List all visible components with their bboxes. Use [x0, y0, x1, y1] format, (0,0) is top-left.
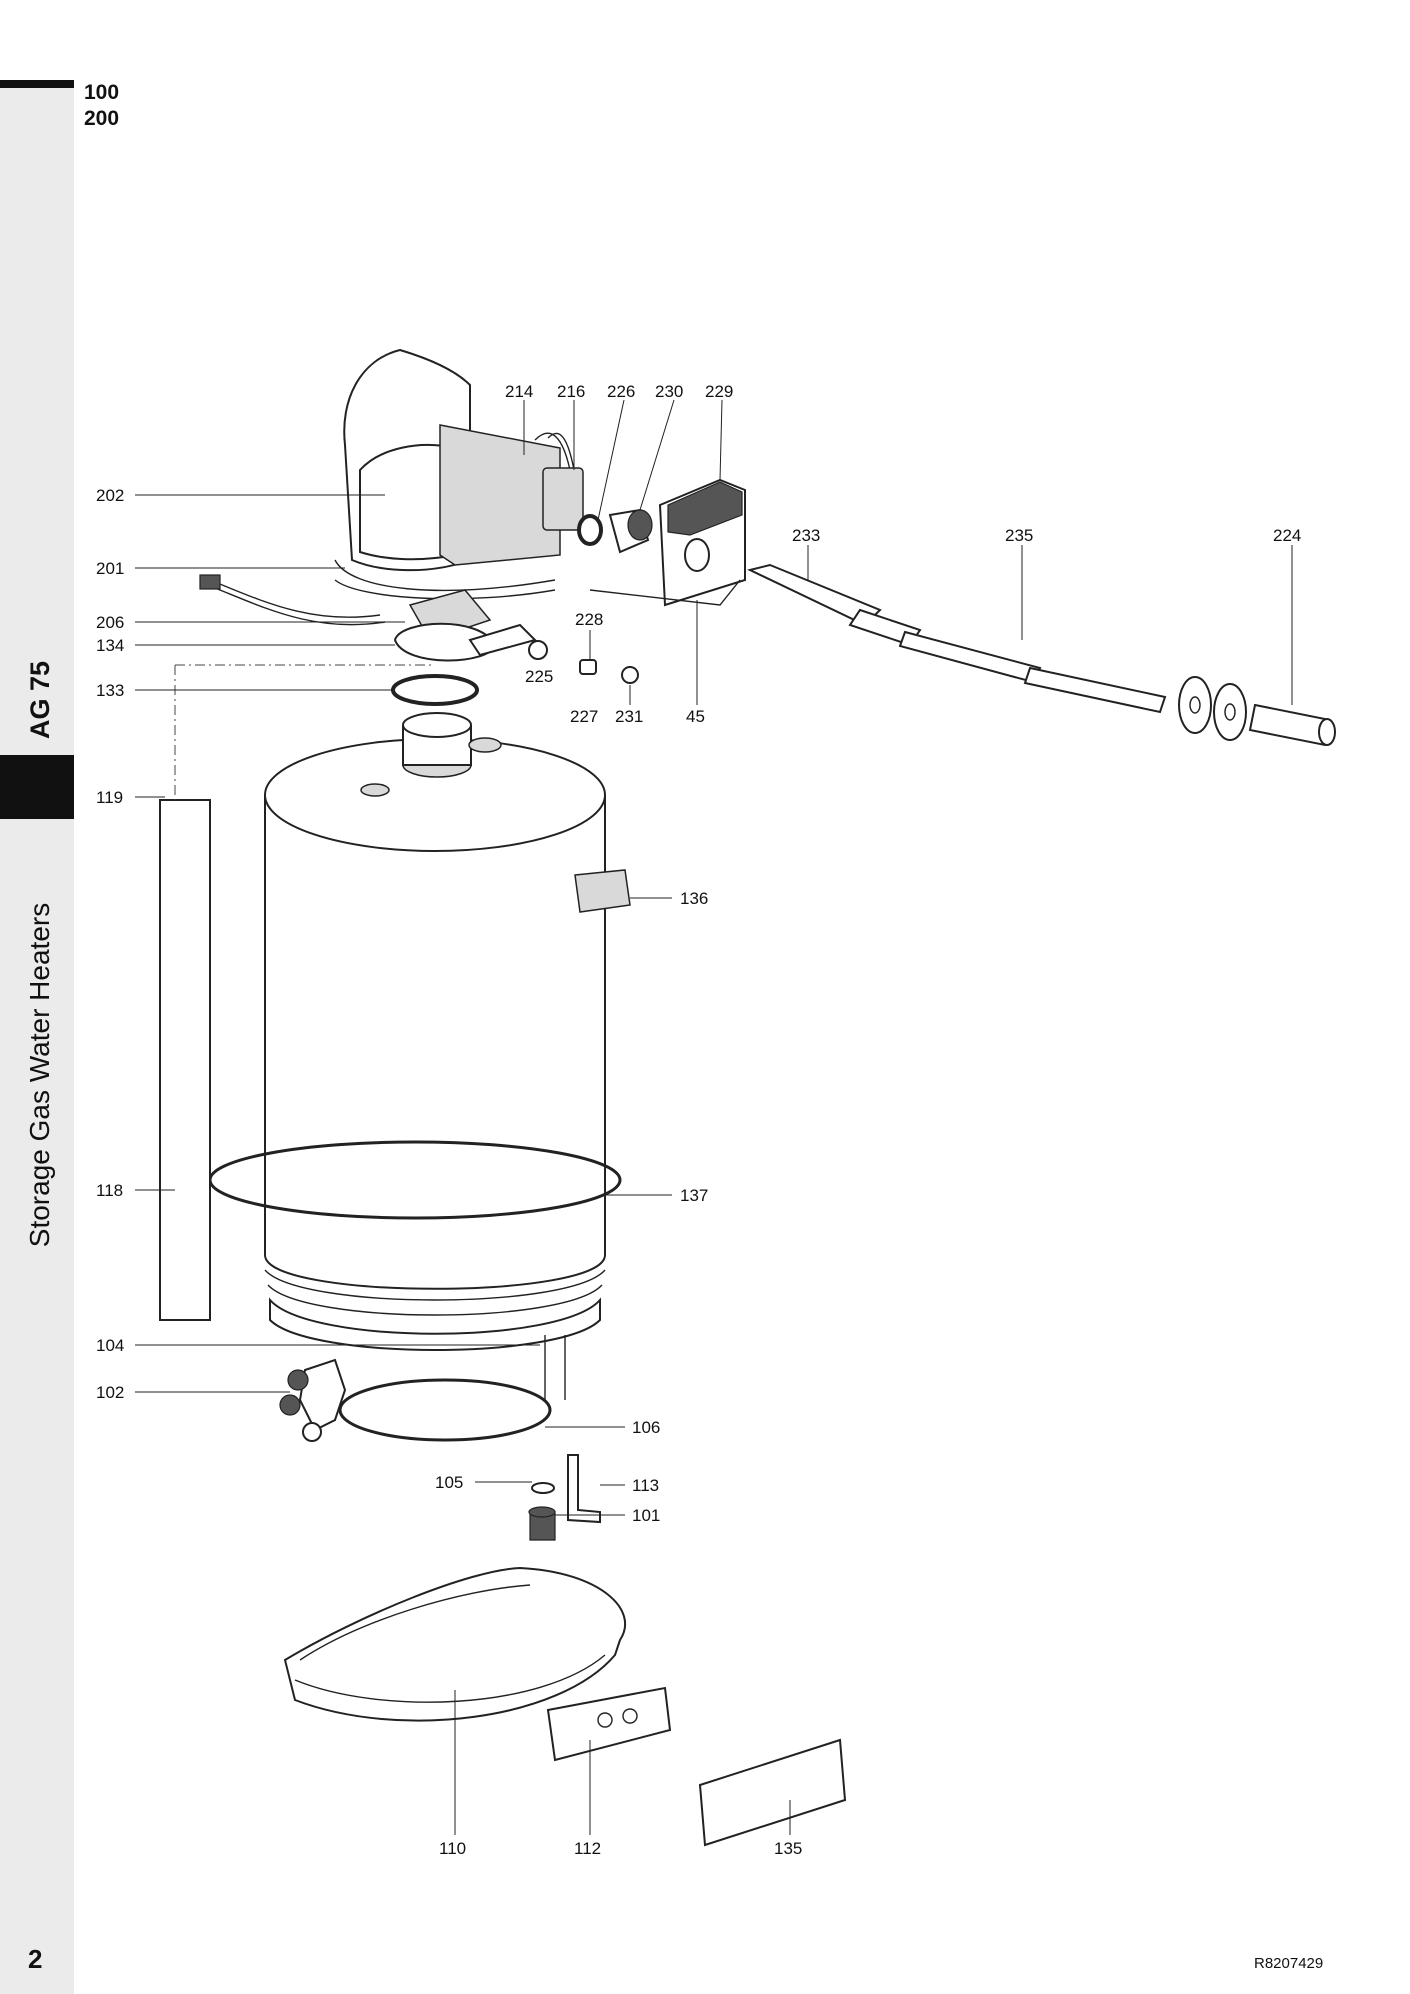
front-panel [546, 1686, 672, 1762]
reference-code: R8207429 [1254, 1955, 1324, 1972]
callout-45: 45 [686, 707, 705, 726]
callout-104: 104 [96, 1336, 124, 1355]
callout-118: 118 [96, 1181, 123, 1200]
base-tray [283, 1566, 626, 1722]
callout-214: 214 [505, 382, 533, 401]
cable-connector [199, 574, 221, 590]
callout-202: 202 [96, 486, 124, 505]
sidebar-tab-marker [0, 755, 74, 819]
washer [1189, 696, 1201, 714]
callout-206: 206 [96, 613, 124, 632]
rating-label [574, 869, 631, 913]
bracket-clip [567, 1454, 601, 1524]
fitting-nut [579, 659, 597, 675]
callout-113: 113 [632, 1476, 659, 1495]
flue-gasket [391, 674, 479, 706]
washer [1213, 683, 1247, 741]
control-knob [608, 508, 653, 554]
gas-valve-plate [542, 467, 584, 531]
callout-231: 231 [615, 707, 643, 726]
pilot-cable [214, 587, 386, 626]
callout-216: 216 [557, 382, 585, 401]
callout-230: 230 [655, 382, 683, 401]
access-cover [698, 1738, 847, 1847]
burner-assembly [393, 589, 537, 662]
model-number: 100 [84, 81, 120, 104]
base-ring [338, 1378, 552, 1442]
callout-233: 233 [792, 526, 820, 545]
leader-line [719, 399, 723, 481]
callout-102: 102 [96, 1383, 124, 1402]
fitting-ring [528, 640, 548, 660]
washer [1224, 703, 1236, 721]
storage-tank [264, 712, 606, 1351]
base-plate [589, 579, 741, 606]
callout-228: 228 [575, 610, 603, 629]
callout-134: 134 [96, 636, 124, 655]
sidebar-top-bar [0, 80, 74, 88]
wire-harness [547, 432, 575, 471]
valve-cap [528, 1506, 556, 1541]
washer [1178, 676, 1212, 734]
callout-229: 229 [705, 382, 733, 401]
callout-136: 136 [680, 889, 708, 908]
insulation-strip [159, 799, 211, 1321]
callout-235: 235 [1005, 526, 1033, 545]
anode-fitting [1248, 703, 1336, 747]
leader-line [639, 399, 675, 511]
callout-137: 137 [680, 1186, 708, 1205]
thermocouple-probe [747, 563, 1167, 714]
o-ring [531, 1482, 555, 1494]
callout-133: 133 [96, 681, 124, 700]
callout-225: 225 [525, 667, 553, 686]
model-numbers: 100 200 [84, 80, 119, 132]
callout-224: 224 [1273, 526, 1301, 545]
page-number: 2 [28, 1944, 43, 1974]
control-cover [658, 478, 746, 607]
sidebar-strip [0, 86, 74, 1994]
callout-105: 105 [435, 1473, 463, 1492]
callout-227: 227 [570, 707, 598, 726]
callout-119: 119 [96, 788, 123, 807]
model-number: 200 [84, 107, 120, 130]
callout-110: 110 [439, 1839, 466, 1858]
callout-112: 112 [574, 1839, 601, 1858]
drain-valve [279, 1358, 347, 1442]
callout-106: 106 [632, 1418, 660, 1437]
burner-hood [334, 348, 561, 600]
callout-226: 226 [607, 382, 635, 401]
pilot-cable [209, 579, 381, 618]
callout-101: 101 [632, 1506, 660, 1525]
seal-ring [577, 514, 603, 546]
fitting-ring [621, 666, 639, 684]
callout-201: 201 [96, 559, 124, 578]
leader-line [597, 399, 625, 521]
callout-135: 135 [774, 1839, 802, 1858]
